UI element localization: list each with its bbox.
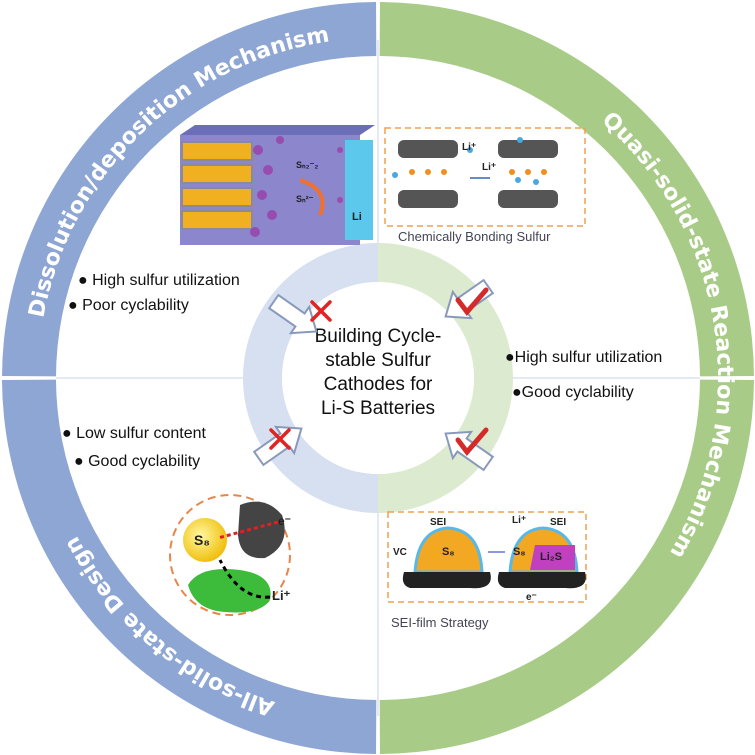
bullet-poor-cyclability: ● Poor cyclability [68, 297, 189, 314]
carbon-label: C [465, 575, 474, 589]
carbon-label: C [565, 575, 574, 589]
ring-quadrant-bottom-right [379, 379, 754, 754]
bullet-high-utilization-br: ●High sulfur utilization [505, 349, 662, 366]
s8-label: S₈ [513, 546, 526, 558]
chemically-bonding-figure: Li⁺ Li⁺ Chemically Bonding Sulfur [384, 127, 586, 244]
center-line-3: Cathodes for [324, 374, 433, 395]
li-ion-label: Li⁺ [482, 162, 496, 173]
sulfide-label: Sₙ²⁻ [296, 194, 314, 204]
bullet-good-cyclability-bl: ● Good cyclability [74, 453, 200, 470]
ring-quadrant-bottom-left [2, 379, 377, 754]
bullet-good-cyclability-br: ●Good cyclability [512, 384, 634, 401]
li-ion-label: Li⁺ [462, 142, 476, 153]
li-ion-label: Li⁺ [512, 515, 526, 526]
electron-label: e⁻ [526, 592, 537, 603]
sei-film-figure: SEI SEI VC S₈ S₈ Li₂S C C Li⁺ e⁻ SEI-fil… [387, 511, 587, 630]
ring-quadrant-top-left [2, 2, 377, 377]
sei-label: SEI [430, 517, 446, 528]
arrow-bottom-left-icon [252, 425, 303, 467]
ring-quadrant-top-right [379, 2, 754, 377]
sei-label: SEI [550, 517, 566, 528]
li-label: Li [352, 211, 362, 223]
cross-icon [269, 428, 291, 450]
inner-ring-right [378, 243, 513, 513]
li-ion-label: Li⁺ [272, 588, 291, 603]
li2s-label: Li₂S [540, 551, 562, 563]
center-title: Building Cycle- stable Sulfur Cathodes f… [315, 326, 442, 419]
arrow-top-left-icon [267, 293, 318, 335]
s8-label: S₈ [194, 532, 210, 548]
vc-label: VC [393, 547, 407, 558]
polysulfide-label: Sₙ₂⁻₂ [296, 160, 318, 170]
cross-icon [310, 300, 332, 322]
bullet-low-sulfur: ● Low sulfur content [62, 425, 207, 442]
caption-sei-film: SEI-film Strategy [391, 615, 489, 630]
center-line-4: Li-S Batteries [321, 398, 435, 419]
center-disk [282, 282, 474, 474]
electron-label: e⁻ [278, 514, 291, 528]
center-line-1: Building Cycle- [315, 326, 442, 347]
check-icon [455, 287, 489, 316]
dissolution-figure: Li Sₙ₂⁻₂ Sₙ²⁻ [180, 125, 375, 245]
all-solid-figure: S₈ e⁻ Li⁺ [169, 494, 291, 616]
s8-label: S₈ [442, 546, 455, 558]
caption-chemically-bonding: Chemically Bonding Sulfur [398, 229, 551, 244]
center-line-2: stable Sulfur [325, 350, 431, 371]
check-icon [455, 427, 489, 456]
bullet-high-utilization-tl: ● High sulfur utilization [78, 272, 240, 289]
